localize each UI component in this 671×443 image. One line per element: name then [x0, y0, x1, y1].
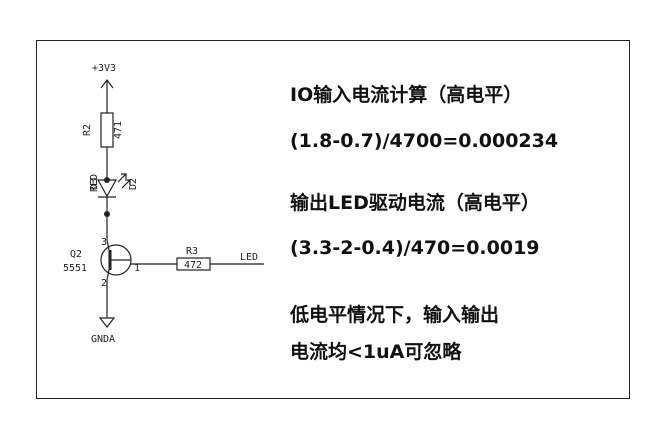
d3-ref: D3: [89, 178, 100, 190]
d2-ref: D2: [128, 178, 139, 190]
q2-pin-2: 2: [101, 278, 107, 289]
junction-dot-1: [104, 177, 110, 183]
ground-label: GNDA: [91, 334, 115, 345]
note-line-3: 输出LED驱动电流（高电平）: [290, 192, 540, 214]
q2-part: 5551: [63, 263, 87, 274]
junction-dot-2: [104, 211, 110, 217]
r3-value: 472: [184, 260, 202, 271]
note-line-2: (1.8-0.7)/4700=0.000234: [290, 130, 559, 152]
note-line-1: IO输入电流计算（高电平）: [290, 84, 523, 106]
led-color: RED: [89, 174, 100, 192]
r2-value: 471: [113, 121, 124, 139]
r3-ref: R3: [186, 246, 198, 257]
supply-arrow: [100, 79, 114, 89]
r2-ref: R2: [82, 124, 93, 136]
supply-label: +3V3: [92, 63, 116, 74]
note-line-5: 低电平情况下，输入输出: [290, 304, 500, 326]
note-line-6: 电流均<1uA可忽略: [290, 341, 462, 363]
note-line-4: (3.3-2-0.4)/470=0.0019: [290, 237, 540, 259]
led-emit-arrow-1: [117, 173, 127, 183]
diagram-frame: [36, 40, 630, 399]
ground-symbol: [98, 317, 116, 328]
led-emit-arrow-2: [121, 179, 131, 189]
resistor-r2-body: [100, 112, 114, 148]
q2-pin-1: 1: [134, 263, 140, 274]
transistor-q2-collector: [106, 239, 111, 256]
transistor-q2-emitter: [106, 264, 111, 281]
q2-pin-3: 3: [101, 237, 107, 248]
q2-ref: Q2: [70, 249, 82, 260]
net-led-label: LED: [240, 252, 258, 263]
